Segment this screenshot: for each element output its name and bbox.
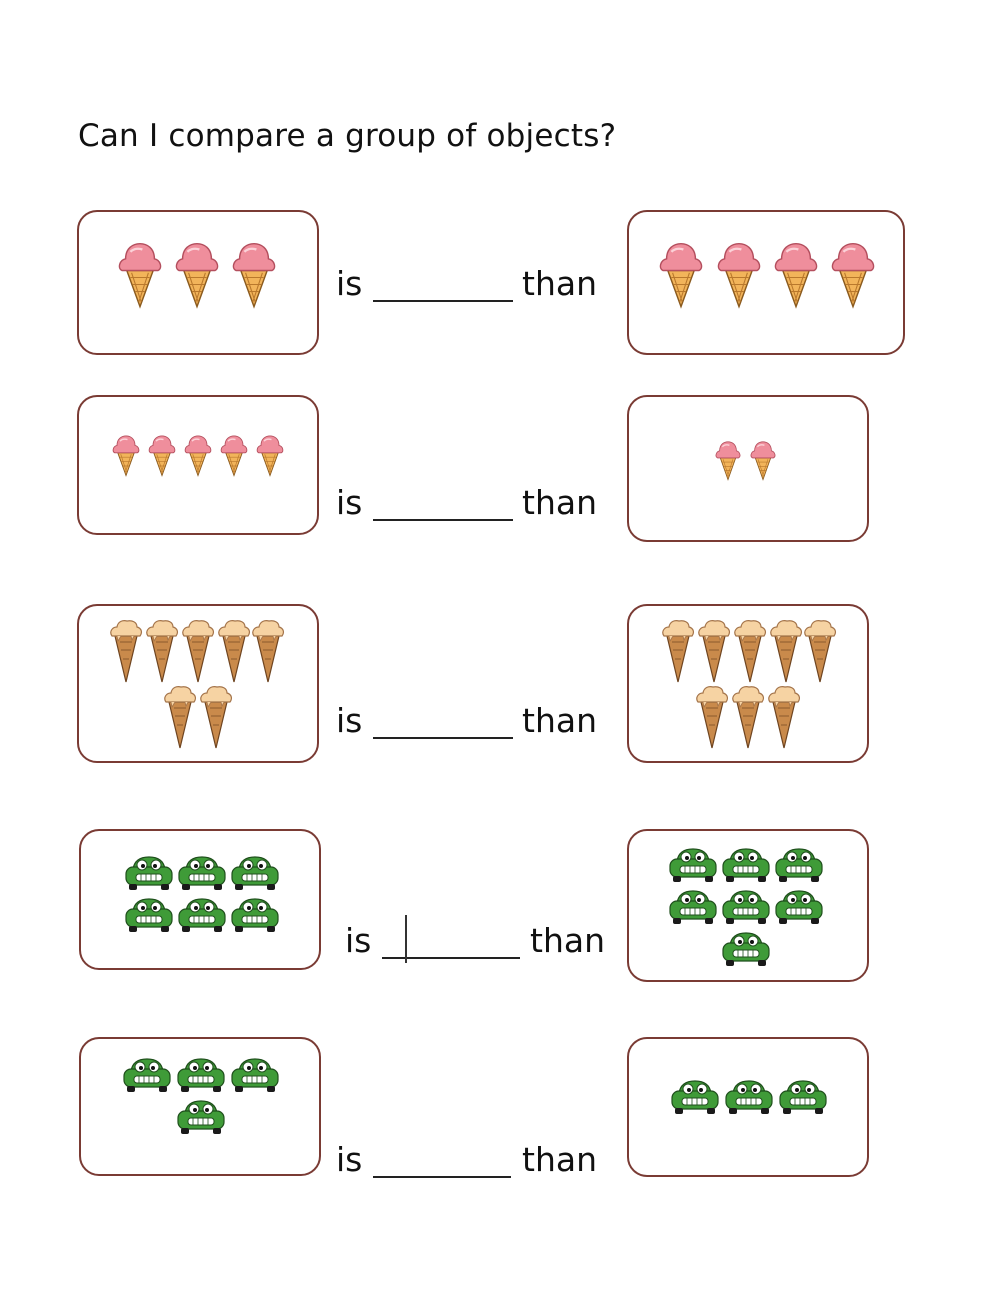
green-car-icon — [667, 845, 719, 885]
is-word: is — [336, 264, 363, 303]
ice-cream-cone-icon — [695, 684, 729, 750]
ice-cream-cone-icon — [731, 684, 765, 750]
ice-cream-cone-icon — [145, 618, 179, 684]
ice-cream-cone-icon — [661, 618, 695, 684]
green-car-icon — [720, 887, 772, 927]
ice-cream-cone-icon — [733, 618, 767, 684]
worksheet-title: Can I compare a group of objects? — [78, 118, 617, 154]
green-car-icon — [773, 845, 825, 885]
pink-ice-cream-icon — [111, 433, 141, 477]
pink-ice-cream-icon — [829, 239, 877, 309]
ice-cream-cone-icon — [109, 618, 143, 684]
green-car-icon — [176, 895, 228, 935]
pink-ice-cream-icon — [749, 439, 777, 481]
answer-blank-2[interactable] — [373, 485, 513, 521]
green-car-icon — [229, 1055, 281, 1095]
ice-cream-cone-icon — [199, 684, 233, 750]
than-word: than — [522, 264, 597, 303]
is-word: is — [345, 921, 372, 960]
pink-ice-cream-icon — [173, 239, 221, 309]
than-word: than — [522, 1140, 597, 1179]
answer-blank-4[interactable] — [382, 923, 520, 959]
pink-ice-cream-icon — [219, 433, 249, 477]
left-group-box-4 — [79, 829, 321, 970]
green-car-icon — [720, 845, 772, 885]
green-car-icon — [720, 929, 772, 969]
than-word: than — [522, 483, 597, 522]
ice-cream-cone-icon — [181, 618, 215, 684]
right-group-box-5 — [627, 1037, 869, 1177]
green-car-icon — [229, 895, 281, 935]
ice-cream-cone-icon — [767, 684, 801, 750]
left-group-box-2 — [77, 395, 319, 535]
green-car-icon — [777, 1077, 829, 1117]
right-group-box-2 — [627, 395, 869, 542]
pink-ice-cream-icon — [183, 433, 213, 477]
left-group-box-3 — [77, 604, 319, 763]
left-group-box-5 — [79, 1037, 321, 1176]
green-car-icon — [229, 853, 281, 893]
text-cursor — [405, 915, 407, 963]
green-car-icon — [123, 895, 175, 935]
answer-blank-3[interactable] — [373, 703, 513, 739]
right-group-box-3 — [627, 604, 869, 763]
pink-ice-cream-icon — [255, 433, 285, 477]
ice-cream-cone-icon — [217, 618, 251, 684]
is-word: is — [336, 701, 363, 740]
ice-cream-cone-icon — [803, 618, 837, 684]
green-car-icon — [175, 1097, 227, 1137]
green-car-icon — [723, 1077, 775, 1117]
than-word: than — [522, 701, 597, 740]
pink-ice-cream-icon — [715, 239, 763, 309]
pink-ice-cream-icon — [772, 239, 820, 309]
ice-cream-cone-icon — [163, 684, 197, 750]
pink-ice-cream-icon — [116, 239, 164, 309]
green-car-icon — [123, 853, 175, 893]
pink-ice-cream-icon — [657, 239, 705, 309]
right-group-box-4 — [627, 829, 869, 982]
green-car-icon — [121, 1055, 173, 1095]
pink-ice-cream-icon — [147, 433, 177, 477]
green-car-icon — [773, 887, 825, 927]
ice-cream-cone-icon — [769, 618, 803, 684]
green-car-icon — [669, 1077, 721, 1117]
green-car-icon — [176, 853, 228, 893]
answer-blank-5[interactable] — [373, 1142, 511, 1178]
than-word: than — [530, 921, 605, 960]
answer-blank-1[interactable] — [373, 266, 513, 302]
ice-cream-cone-icon — [251, 618, 285, 684]
right-group-box-1 — [627, 210, 905, 355]
left-group-box-1 — [77, 210, 319, 355]
green-car-icon — [667, 887, 719, 927]
ice-cream-cone-icon — [697, 618, 731, 684]
pink-ice-cream-icon — [714, 439, 742, 481]
is-word: is — [336, 483, 363, 522]
is-word: is — [336, 1140, 363, 1179]
green-car-icon — [175, 1055, 227, 1095]
pink-ice-cream-icon — [230, 239, 278, 309]
